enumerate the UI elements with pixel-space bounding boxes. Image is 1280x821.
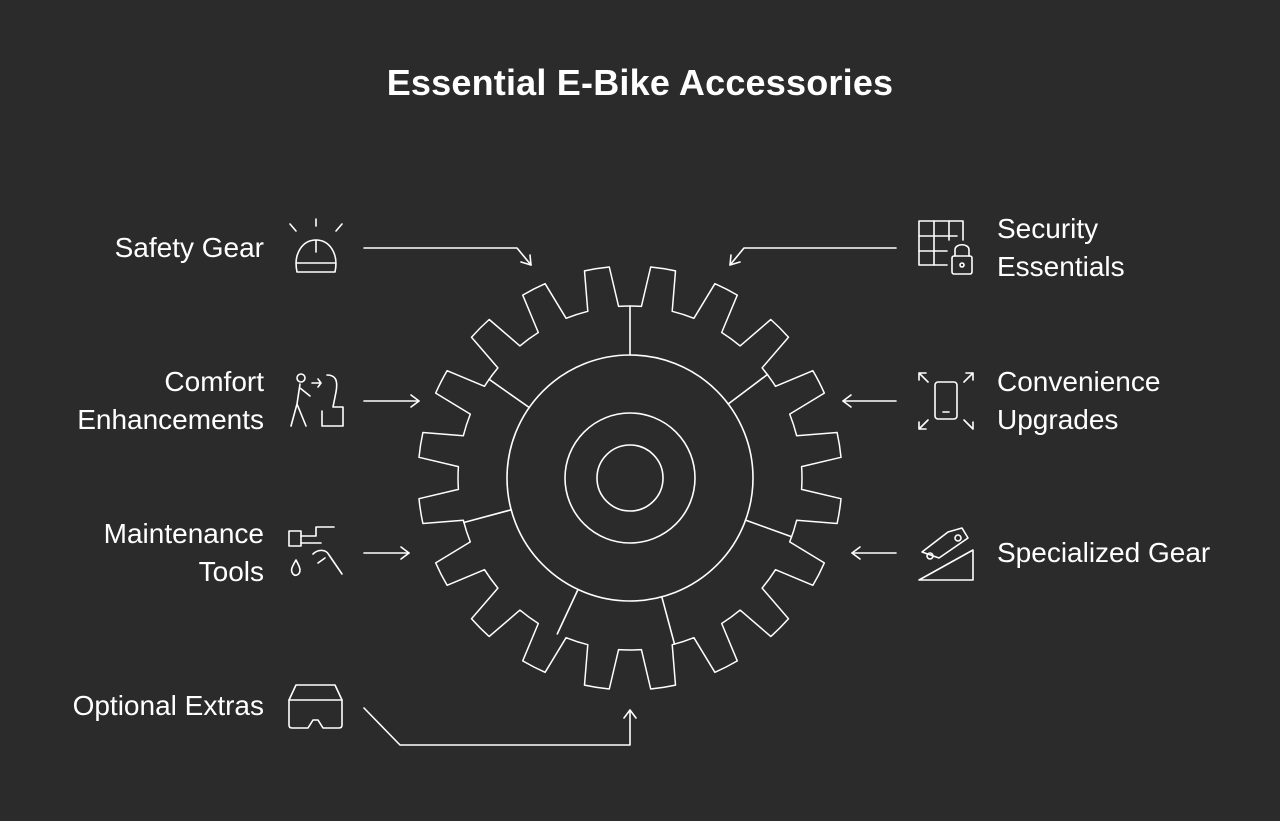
connector-arrows [363, 247, 897, 746]
gear-spoke [556, 588, 579, 635]
grid-lock-icon [918, 220, 973, 275]
wrench-drop-icon [288, 526, 343, 577]
gear-outline [418, 266, 842, 690]
arrow-convenience-upgrades [842, 394, 897, 408]
arrow-optional-extras [363, 707, 637, 746]
label-convenience-upgrades: Convenience Upgrades [997, 366, 1161, 435]
label-maintenance-tools: Maintenance Tools [103, 518, 264, 587]
gear-spoke [727, 373, 769, 405]
gear-graphic [418, 266, 842, 690]
gear-hub-ring [506, 354, 754, 602]
gear-spoke [660, 595, 676, 645]
label-comfort-enhancements: Comfort Enhancements [77, 366, 264, 435]
label-safety-gear: Safety Gear [114, 232, 264, 263]
gear-inner-ring [564, 412, 696, 544]
arrow-security-essentials [729, 247, 897, 266]
label-security-essentials: Security Essentials [997, 213, 1125, 282]
arrow-comfort-enhancements [363, 394, 420, 408]
helmet-icon [289, 218, 343, 273]
gear-spokes [463, 305, 793, 645]
arrow-specialized-gear [851, 546, 897, 560]
goggles-icon [288, 684, 343, 729]
arrow-safety-gear [363, 247, 532, 266]
gear-center-ring [596, 444, 664, 512]
arrow-maintenance-tools [363, 546, 410, 560]
gear-spoke [463, 508, 513, 524]
phone-expand-icon [918, 372, 974, 430]
car-ramp-icon [918, 527, 974, 581]
gear-spoke [744, 519, 793, 538]
gear-spoke [488, 378, 531, 409]
person-seat-icon [290, 373, 344, 427]
label-optional-extras: Optional Extras [72, 690, 264, 721]
page-title: Essential E-Bike Accessories [386, 62, 894, 103]
label-specialized-gear: Specialized Gear [997, 537, 1211, 568]
